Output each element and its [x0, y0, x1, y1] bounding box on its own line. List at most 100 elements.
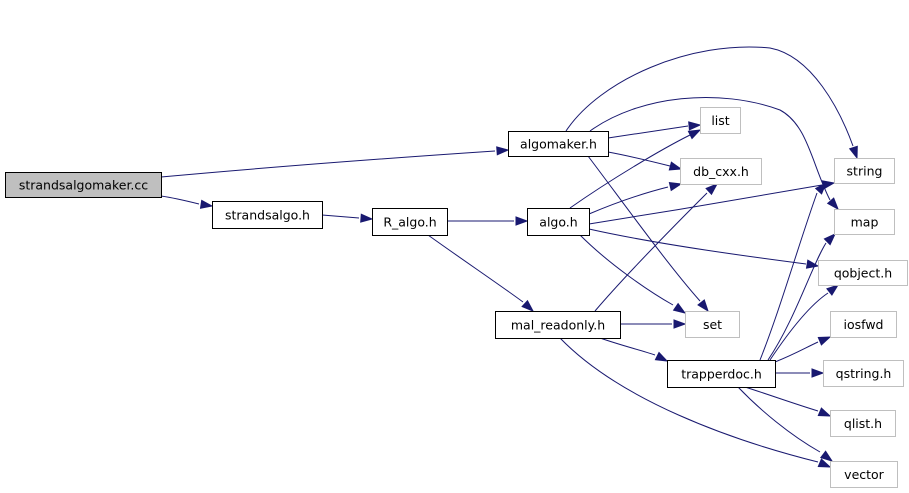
arrowhead — [496, 146, 510, 156]
node-box — [495, 311, 621, 339]
node-label: list — [711, 113, 729, 128]
node-box — [834, 209, 895, 235]
arrowhead — [672, 302, 687, 314]
node-label: vector — [844, 467, 885, 482]
node-strandsalgo-h[interactable]: strandsalgo.h — [212, 201, 323, 229]
edge-trapperdoc-h-to-qobject-h — [769, 284, 840, 361]
arrowhead — [668, 182, 683, 192]
node-box — [830, 461, 898, 488]
node-iosfwd: iosfwd — [830, 311, 897, 338]
edge-trapperdoc-h-to-qlist-h — [744, 386, 832, 417]
arrowhead — [819, 450, 834, 462]
node-label: qstring.h — [836, 366, 892, 381]
node-label: algo.h — [539, 215, 577, 230]
node-trapperdoc-h[interactable]: trapperdoc.h — [667, 360, 776, 388]
node-label: map — [851, 215, 879, 230]
node-label: qobject.h — [834, 266, 892, 281]
node-R-algo-h[interactable]: R_algo.h — [372, 208, 448, 236]
arrowhead — [826, 284, 840, 296]
arrowhead — [817, 407, 832, 417]
node-box — [818, 260, 908, 286]
node-string: string — [834, 158, 895, 184]
arrowhead — [817, 336, 832, 346]
node-box — [680, 158, 762, 185]
node-qobject-h: qobject.h — [818, 260, 908, 286]
arrowhead — [521, 299, 535, 312]
edge-strandsalgomaker-cc-to-algomaker-h — [160, 146, 510, 178]
node-box — [5, 172, 162, 198]
arrowhead — [697, 299, 709, 313]
node-box — [508, 131, 609, 157]
node-db-cxx-h: db_cxx.h — [680, 158, 762, 185]
edge-mal-readonly-h-to-vector — [559, 337, 832, 468]
node-layer: strandsalgomaker.cc algomaker.h strandsalg… — [5, 107, 908, 488]
node-label: trapperdoc.h — [681, 367, 762, 382]
node-qstring-h: qstring.h — [823, 360, 904, 387]
node-label: strandsalgo.h — [225, 208, 310, 223]
edge-R-algo-h-to-algo-h — [447, 216, 529, 226]
arrowhead — [515, 216, 529, 226]
arrowhead — [668, 161, 683, 171]
edge-R-algo-h-to-mal-readonly-h — [427, 234, 535, 312]
arrowhead — [826, 197, 839, 211]
edge-algomaker-h-to-map — [589, 97, 839, 211]
node-box — [372, 208, 448, 236]
edge-algo-h-to-list — [569, 129, 702, 209]
arrowhead — [811, 368, 825, 378]
node-qlist-h: qlist.h — [830, 410, 896, 437]
node-box — [685, 311, 740, 338]
edge-trapperdoc-h-to-vector — [737, 386, 834, 462]
edge-strandsalgo-h-to-R-algo-h — [321, 213, 374, 223]
node-set: set — [685, 311, 740, 338]
node-box — [212, 201, 323, 229]
edge-mal-readonly-h-to-set — [620, 319, 687, 329]
edge-trapperdoc-h-to-string — [759, 181, 827, 361]
edge-algomaker-h-to-list — [607, 121, 702, 139]
edge-trapperdoc-h-to-map — [767, 232, 837, 361]
edge-layer — [160, 46, 858, 468]
arrowhead — [360, 213, 374, 223]
arrowhead — [805, 259, 820, 269]
node-algo-h[interactable]: algo.h — [527, 208, 590, 236]
node-label: algomaker.h — [520, 137, 597, 152]
node-algomaker-h[interactable]: algomaker.h — [508, 131, 609, 157]
edge-algomaker-h-to-db-cxx-h — [607, 151, 683, 171]
node-label: db_cxx.h — [693, 164, 749, 179]
arrowhead — [817, 458, 832, 468]
arrowhead — [823, 232, 837, 246]
node-box — [834, 158, 895, 184]
arrowhead — [199, 199, 214, 209]
node-label: mal_readonly.h — [511, 318, 605, 333]
arrowhead — [673, 319, 687, 329]
node-mal-readonly-h[interactable]: mal_readonly.h — [495, 311, 621, 339]
edge-algo-h-to-qobject-h — [588, 228, 820, 269]
arrowhead — [814, 181, 827, 195]
node-box — [527, 208, 590, 236]
node-label: R_algo.h — [383, 215, 436, 230]
edge-algomaker-h-to-set — [587, 155, 709, 313]
edge-trapperdoc-h-to-iosfwd — [774, 336, 832, 363]
edge-strandsalgomaker-cc-to-strandsalgo-h — [160, 195, 214, 209]
node-box — [830, 311, 897, 338]
edge-algomaker-h-to-string — [565, 46, 858, 160]
edge-mal-readonly-h-to-trapperdoc-h — [599, 337, 669, 362]
edge-algo-h-to-db-cxx-h — [588, 182, 683, 215]
node-label: string — [847, 164, 883, 179]
arrowhead — [848, 145, 858, 160]
node-box — [667, 360, 776, 388]
node-label: iosfwd — [844, 317, 884, 332]
node-box — [700, 107, 741, 134]
node-vector: vector — [830, 461, 898, 488]
node-label: set — [703, 317, 722, 332]
node-strandsalgomaker-cc[interactable]: strandsalgomaker.cc — [5, 172, 162, 198]
node-label: qlist.h — [844, 416, 882, 431]
arrowhead — [688, 121, 702, 131]
arrowhead — [654, 351, 669, 362]
edge-mal-readonly-h-to-db-cxx-h — [594, 183, 719, 312]
node-box — [823, 360, 904, 387]
arrowhead — [705, 183, 719, 196]
node-label: strandsalgomaker.cc — [19, 178, 148, 193]
arrowhead — [687, 129, 702, 140]
